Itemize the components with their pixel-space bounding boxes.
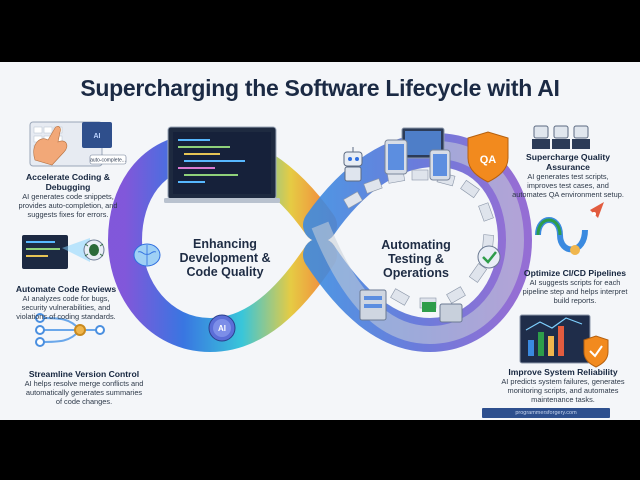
- center-label-operations: Automating Testing & Operations: [381, 238, 451, 280]
- server-illustration: [359, 289, 463, 323]
- qa-shield-icon: [467, 131, 509, 183]
- devices-illustration: [384, 127, 451, 181]
- feature-improve-system-reliability: Improve System Reliability AI predicts s…: [501, 367, 625, 404]
- feature-streamline-version-control: Streamline Version Control AI helps reso…: [24, 369, 144, 406]
- source-url-label: programmersforgery.com: [482, 408, 610, 418]
- ai-screen-label: AI: [94, 133, 101, 140]
- ai-brain-icon: [208, 314, 236, 342]
- brain-icon: [133, 243, 161, 267]
- robot-icon: [343, 147, 363, 182]
- feature-automate-code-reviews: Automate Code Reviews AI analyzes code f…: [15, 284, 117, 321]
- code-laptop-illustration: [164, 126, 280, 203]
- infographic-frame: Supercharging the Software Lifecycle wit…: [0, 62, 640, 420]
- infographic-title: Supercharging the Software Lifecycle wit…: [80, 75, 560, 101]
- feature-accelerate-coding: Accelerate Coding & Debugging AI generat…: [18, 172, 118, 219]
- git-branch-icon: [35, 313, 105, 347]
- qa-label: QA: [480, 154, 497, 166]
- shield-icon: [583, 335, 609, 368]
- ai-brain-label: AI: [218, 324, 226, 333]
- autocomplete-label: auto-complete...: [90, 158, 126, 164]
- monitoring-dashboard-icon: [519, 314, 591, 364]
- feature-optimize-cicd: Optimize CI/CD Pipelines AI suggests scr…: [522, 268, 628, 305]
- check-icon: [477, 245, 501, 269]
- feature-supercharge-qa: Supercharge Quality Assurance AI generat…: [512, 152, 624, 199]
- bug-scan-illustration: [22, 235, 105, 269]
- conveyor-belt: [343, 169, 495, 309]
- keyboard-illustration: [29, 121, 127, 167]
- center-label-development: Enhancing Development & Code Quality: [179, 237, 271, 279]
- pipeline-icon: [535, 217, 588, 255]
- qa-robots-icon: [532, 125, 590, 149]
- rocket-icon: [590, 202, 604, 218]
- bug-icon: [84, 243, 104, 257]
